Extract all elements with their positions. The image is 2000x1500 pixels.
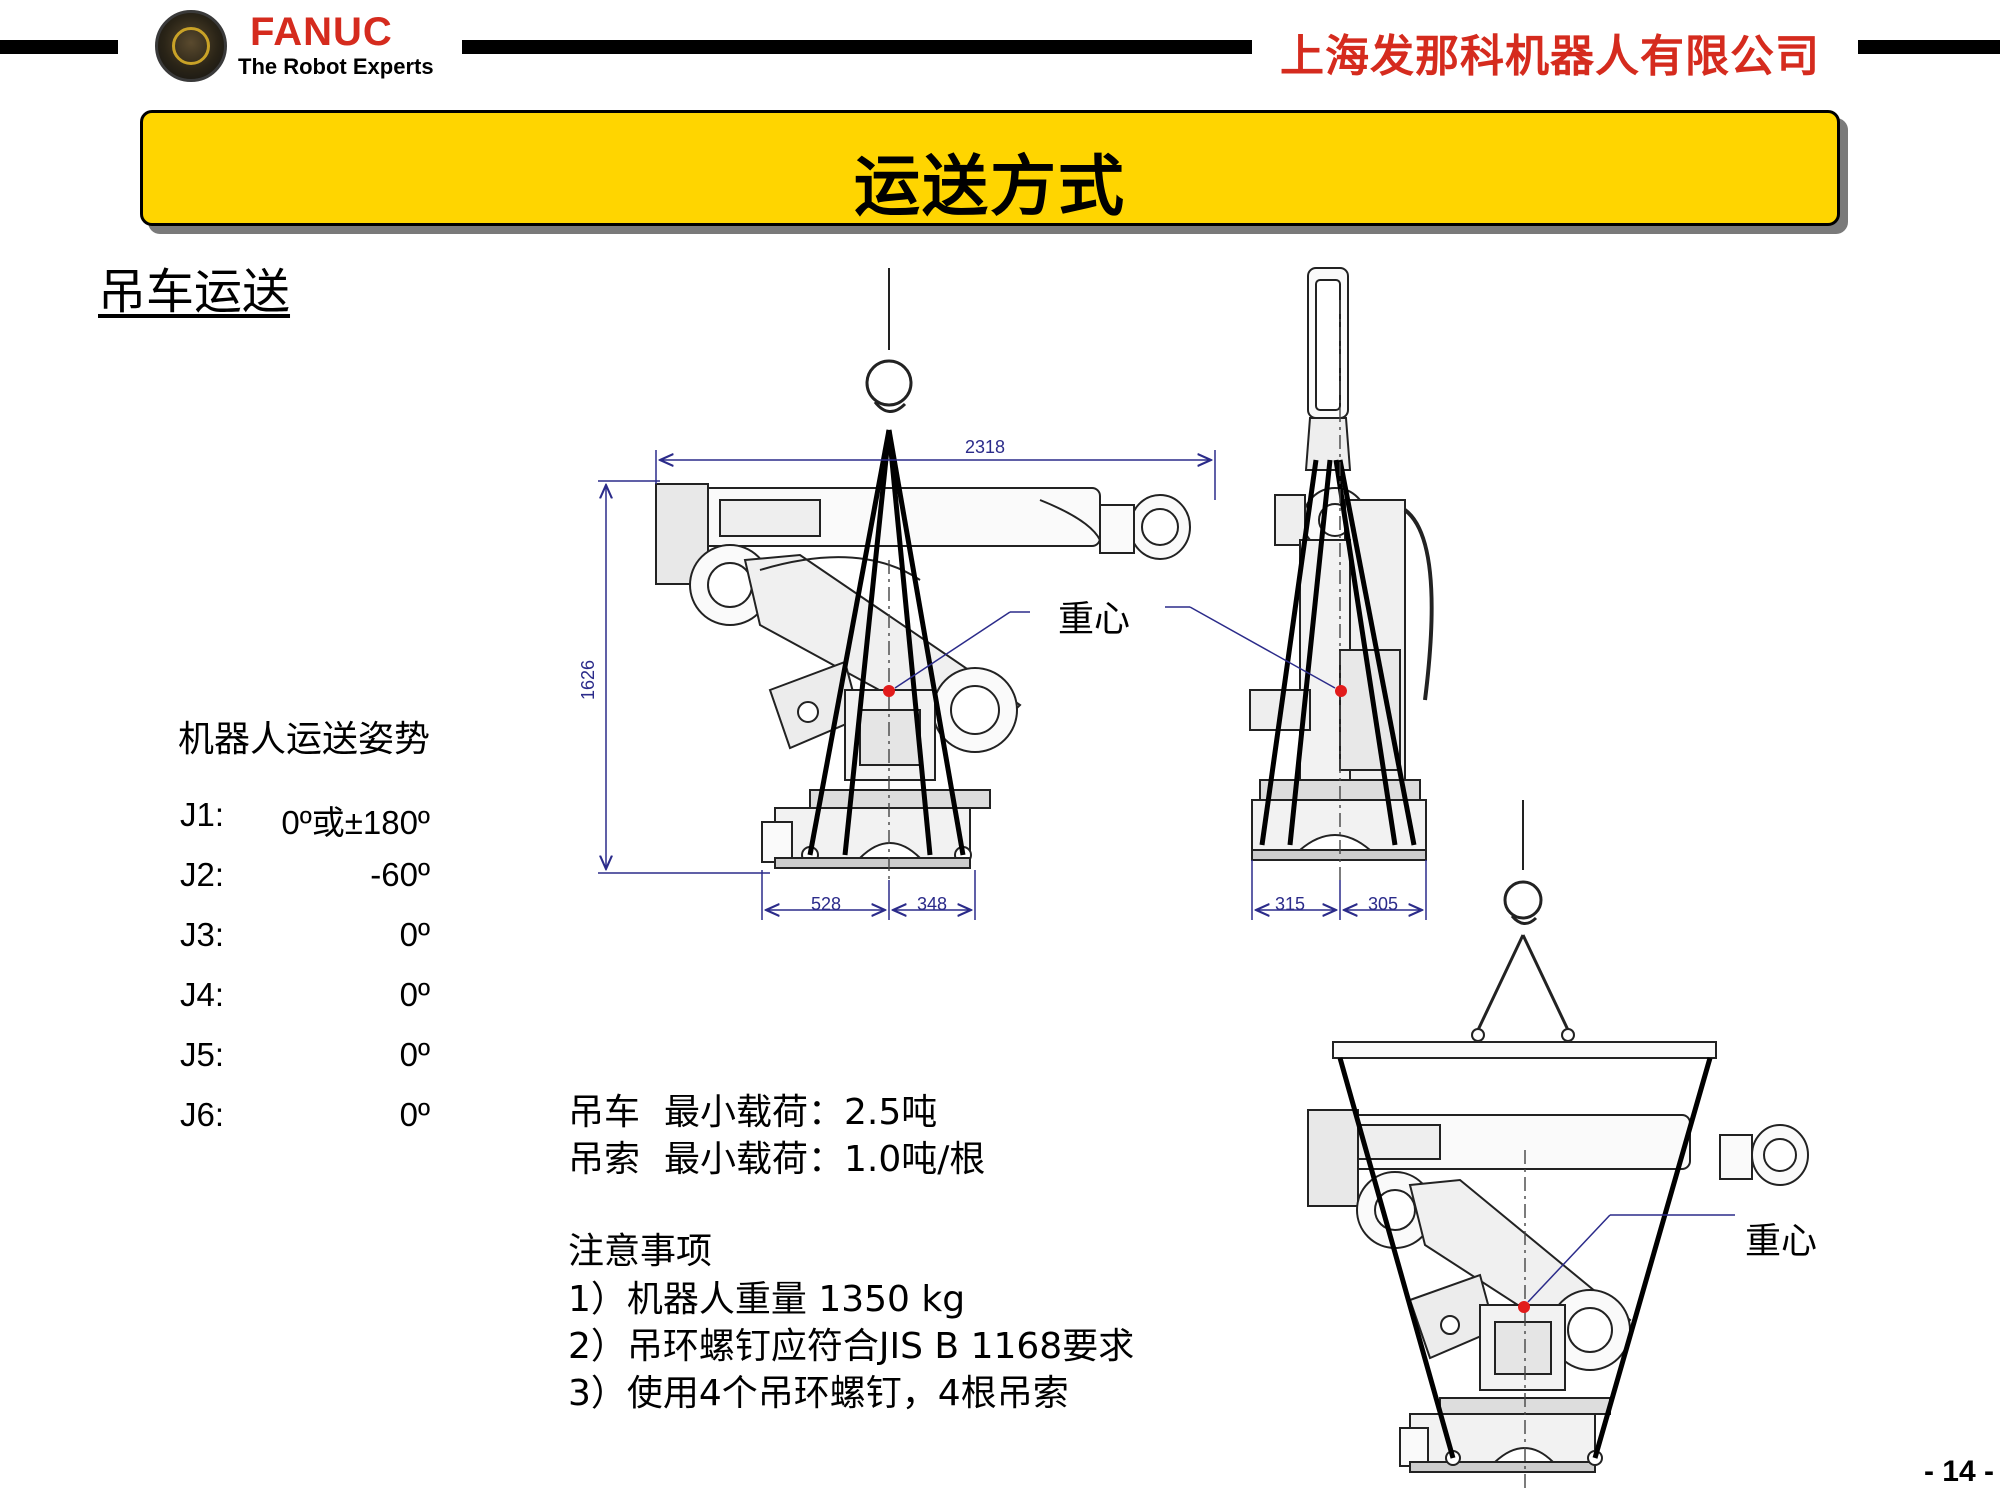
load-text: 最小载荷：2.5吨 [664,1092,938,1133]
dim-side-right-label: 305 [1368,894,1398,914]
joint-row: J5: 0º [180,1036,430,1080]
dim-right-label: 348 [917,894,947,914]
dim-side-left-label: 315 [1275,894,1305,914]
note-item: 3）使用4个吊环螺钉，4根吊索 [568,1373,1069,1414]
joint-row: J1: 0º或±180º [180,796,430,841]
joint-value: 0º [399,916,430,953]
spreader-slings [1337,1057,1713,1459]
joint-name: J1: [180,796,225,833]
joint-value: -60º [370,856,430,893]
company-name: 上海发那科机器人有限公司 [1280,31,1820,82]
load-label: 吊车 [568,1092,641,1133]
pose-heading: 机器人运送姿势 [178,719,431,760]
joint-value: 0º [399,976,430,1013]
title-banner: 运送方式 [140,110,1840,226]
front-view-robot [655,268,1191,869]
dim-height-label: 1626 [578,660,598,700]
side-dimensions [1251,860,1427,920]
joint-row: J3: 0º [180,916,430,960]
header-rule-right [1858,40,2000,54]
joint-name: J4: [180,976,225,1013]
joint-value: 0º [399,1096,430,1133]
center-of-gravity-dot [883,685,895,697]
crane-load-line: 吊车最小载荷：2.5吨 [568,1083,937,1135]
section-title: 吊车运送 [98,264,291,320]
joint-value: 0º或±180º [281,804,430,841]
joint-row: J2: -60º [180,856,430,900]
load-label: 吊索 [568,1139,641,1180]
side-view-slings [1259,459,1417,846]
header-rule-left [0,40,118,54]
front-dimensions [598,450,1216,920]
brand-tagline: The Robot Experts [238,54,434,79]
dim-width-label: 2318 [965,437,1005,457]
joint-name: J6: [180,1096,225,1133]
center-of-gravity-dot [1335,685,1347,697]
notes-heading: 注意事项 [568,1231,713,1272]
fanuc-logo-icon [155,10,227,82]
joint-row: J6: 0º [180,1096,430,1140]
brand-name: FANUC [250,10,393,54]
cog-label-front: 重心 [1058,599,1131,640]
cog-leader-line [894,611,1011,689]
joint-row: J4: 0º [180,976,430,1020]
joint-value: 0º [399,1036,430,1073]
center-of-gravity-dot [1518,1301,1530,1313]
page-number: - 14 - [1923,1455,1994,1488]
load-text: 最小载荷：1.0吨/根 [664,1139,986,1180]
joint-name: J2: [180,856,225,893]
front-view-slings [807,429,966,856]
page-title: 运送方式 [854,148,1126,225]
header-rule-middle [462,40,1252,54]
dim-left-label: 528 [811,894,841,914]
spreader-view [1307,800,1809,1473]
cog-label-spreader: 重心 [1745,1221,1818,1262]
note-item: 2）吊环螺钉应符合JIS B 1168要求 [568,1326,1135,1367]
note-item: 1）机器人重量 1350 kg [568,1279,966,1320]
sling-load-line: 吊索最小载荷：1.0吨/根 [568,1130,985,1182]
joint-name: J5: [180,1036,225,1073]
joint-name: J3: [180,916,225,953]
side-view-robot [1249,267,1434,861]
